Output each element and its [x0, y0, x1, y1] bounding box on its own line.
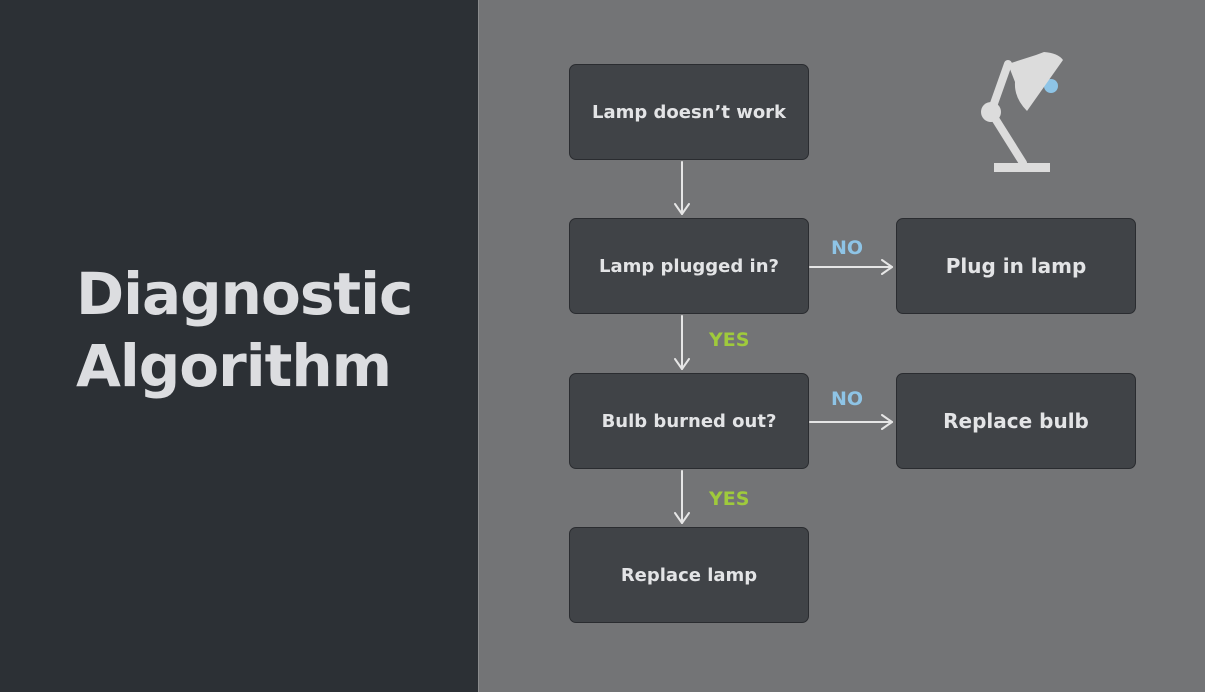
- node-plug-in-lamp: Plug in lamp: [896, 218, 1136, 314]
- edge-label-bulb-no: NO: [831, 388, 864, 410]
- edge-label-plugged-no: NO: [831, 237, 864, 259]
- node-replace-lamp: Replace lamp: [569, 527, 809, 623]
- node-bulb-burned-out: Bulb burned out?: [569, 373, 809, 469]
- title-line-2: Algorithm: [76, 332, 392, 400]
- edge-label-bulb-yes: YES: [709, 488, 750, 510]
- title-line-1: Diagnostic: [76, 260, 413, 328]
- node-replace-bulb: Replace bulb: [896, 373, 1136, 469]
- edge-label-plugged-yes: YES: [709, 329, 750, 351]
- node-lamp-doesnt-work: Lamp doesn’t work: [569, 64, 809, 160]
- page-title: Diagnostic Algorithm: [76, 258, 413, 402]
- title-panel: Diagnostic Algorithm: [0, 0, 478, 692]
- node-lamp-plugged-in: Lamp plugged in?: [569, 218, 809, 314]
- desk-lamp-icon: [981, 52, 1063, 172]
